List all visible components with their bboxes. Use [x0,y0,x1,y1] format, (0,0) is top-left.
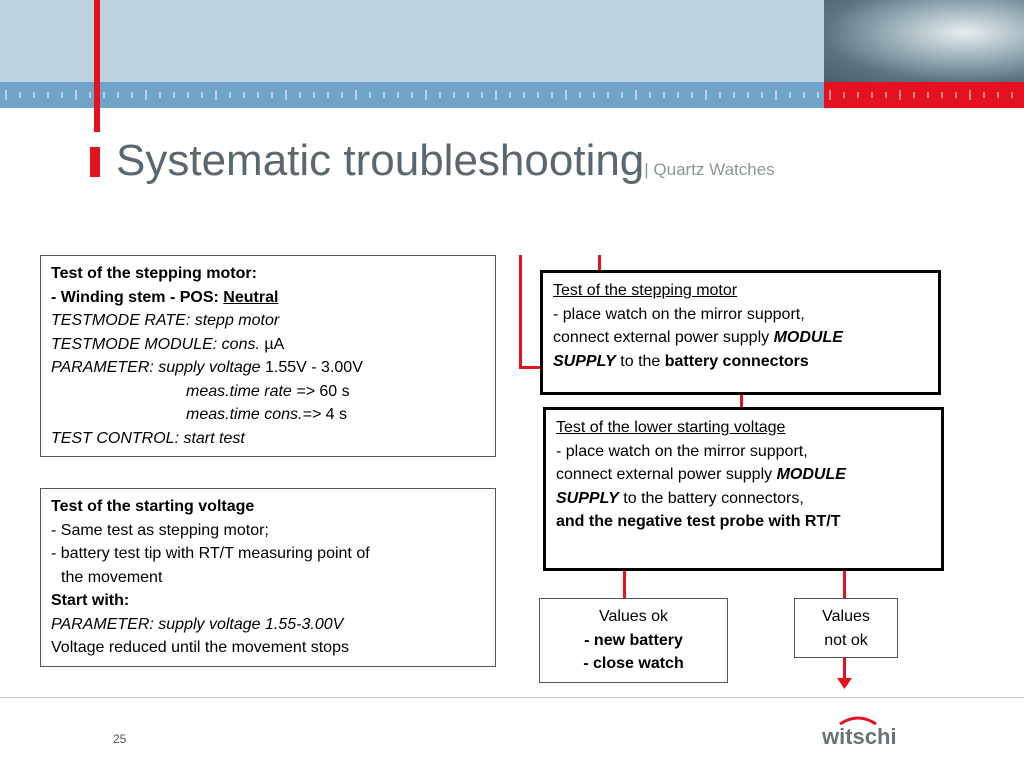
arrow-down-icon [837,678,852,689]
starting-voltage-parameter: PARAMETER: supply voltage 1.55-3.00V [51,615,344,633]
lower-voltage-line3-text: connect external power supply [556,466,777,483]
lower-voltage-line5: and the negative test probe with RT/T [556,513,841,530]
title-marker [90,147,100,177]
motor-procedure-line4-text: to the [615,352,665,370]
testmode-module-label: TESTMODE MODULE: cons. [51,335,265,353]
motor-procedure-heading: Test of the stepping motor [553,282,738,299]
motor-procedure-box: Test of the stepping motor - place watch… [540,270,941,395]
testmode-rate-line: TESTMODE RATE: stepp motor [51,312,280,329]
motor-procedure-line4: SUPPLY to the battery connectors [553,350,928,374]
lower-voltage-box: Test of the lower starting voltage - pla… [543,407,944,571]
start-with-label: Start with: [51,592,130,609]
meas-time-rate-line: meas.time rate => 60 s [51,380,485,404]
module-label: MODULE [773,329,843,346]
title-text: Systematic troubleshooting [116,136,645,185]
parameter-label: PARAMETER: supply voltage [51,359,266,376]
test-control-line: TEST CONTROL: start test [51,429,245,447]
values-ok-box: Values ok - new battery - close watch [539,598,728,683]
testmode-module-unit: µA [264,335,285,353]
motor-procedure-line2: - place watch on the mirror support, [553,305,805,323]
connector-left-horizontal [519,366,541,369]
starting-voltage-heading: Test of the starting voltage [51,498,255,515]
testmode-module-line: TESTMODE MODULE: cons. µA [51,333,485,357]
lower-voltage-line3: connect external power supply MODULE [556,463,931,487]
accent-vertical-line [94,0,100,132]
starting-voltage-line4: the movement [61,568,163,586]
winding-stem-value: Neutral [223,288,279,306]
connector-to-values-ok [623,571,626,598]
meas-time-cons-label: meas.time cons.=> [186,406,326,423]
logo-arc-icon [839,716,877,726]
ruler-strip-red [824,82,1024,108]
starting-voltage-line7: Voltage reduced until the movement stops [51,639,349,656]
close-watch-label: - close watch [583,655,684,672]
motor-procedure-line3: connect external power supply MODULE [553,326,928,350]
winding-stem-label: - Winding stem - POS: [51,288,224,306]
starting-voltage-line2: - Same test as stepping motor; [51,521,269,539]
page-title: Systematic troubleshooting| Quartz Watch… [116,136,775,186]
winding-stem-line: - Winding stem - POS: Neutral [51,286,485,310]
values-ok-label: Values ok [598,608,669,625]
footer-divider [0,697,1024,698]
lower-supply-label: SUPPLY [556,489,619,507]
meas-time-cons-value: 4 s [325,406,347,423]
connector-top [598,255,601,270]
values-not-ok-box: Values not ok [794,598,898,658]
motor-settings-heading: Test of the stepping motor: [51,265,257,282]
parameter-line: PARAMETER: supply voltage 1.55V - 3.00V [51,356,485,380]
meas-time-cons-line: meas.time cons.=> 4 s [51,403,485,427]
witschi-logo: witschi [822,724,897,749]
page-subtitle: | Quartz Watches [644,160,775,179]
starting-voltage-box: Test of the starting voltage - Same test… [40,488,496,667]
parameter-value: 1.55V - 3.00V [265,359,363,376]
ruler-strip [0,82,824,108]
motor-procedure-line3-text: connect external power supply [553,329,774,346]
connector-middle [740,395,743,407]
values-not-ok-line2: not ok [824,631,868,649]
starting-voltage-line3: - battery test tip with RT/T measuring p… [51,545,370,562]
battery-connectors-label: battery connectors [664,352,809,370]
lower-voltage-heading: Test of the lower starting voltage [556,419,786,436]
lower-module-label: MODULE [776,466,846,483]
lower-voltage-line4-text: to the battery connectors, [618,489,804,507]
meas-time-rate-label: meas.time rate => [186,382,320,400]
motor-settings-box: Test of the stepping motor: - Winding st… [40,255,496,457]
connector-left-vertical [519,255,522,368]
lower-voltage-line2: - place watch on the mirror support, [556,442,808,460]
lower-voltage-line4: SUPPLY to the battery connectors, [556,487,931,511]
new-battery-label: - new battery [584,631,683,649]
connector-to-values-not-ok [843,571,846,598]
meas-time-rate-value: 60 s [319,382,350,400]
page-number: 25 [113,732,127,746]
header-photo [824,0,1024,82]
supply-label: SUPPLY [553,352,616,370]
arrow-down-shaft [843,658,846,680]
values-not-ok-line1: Values [822,608,870,625]
